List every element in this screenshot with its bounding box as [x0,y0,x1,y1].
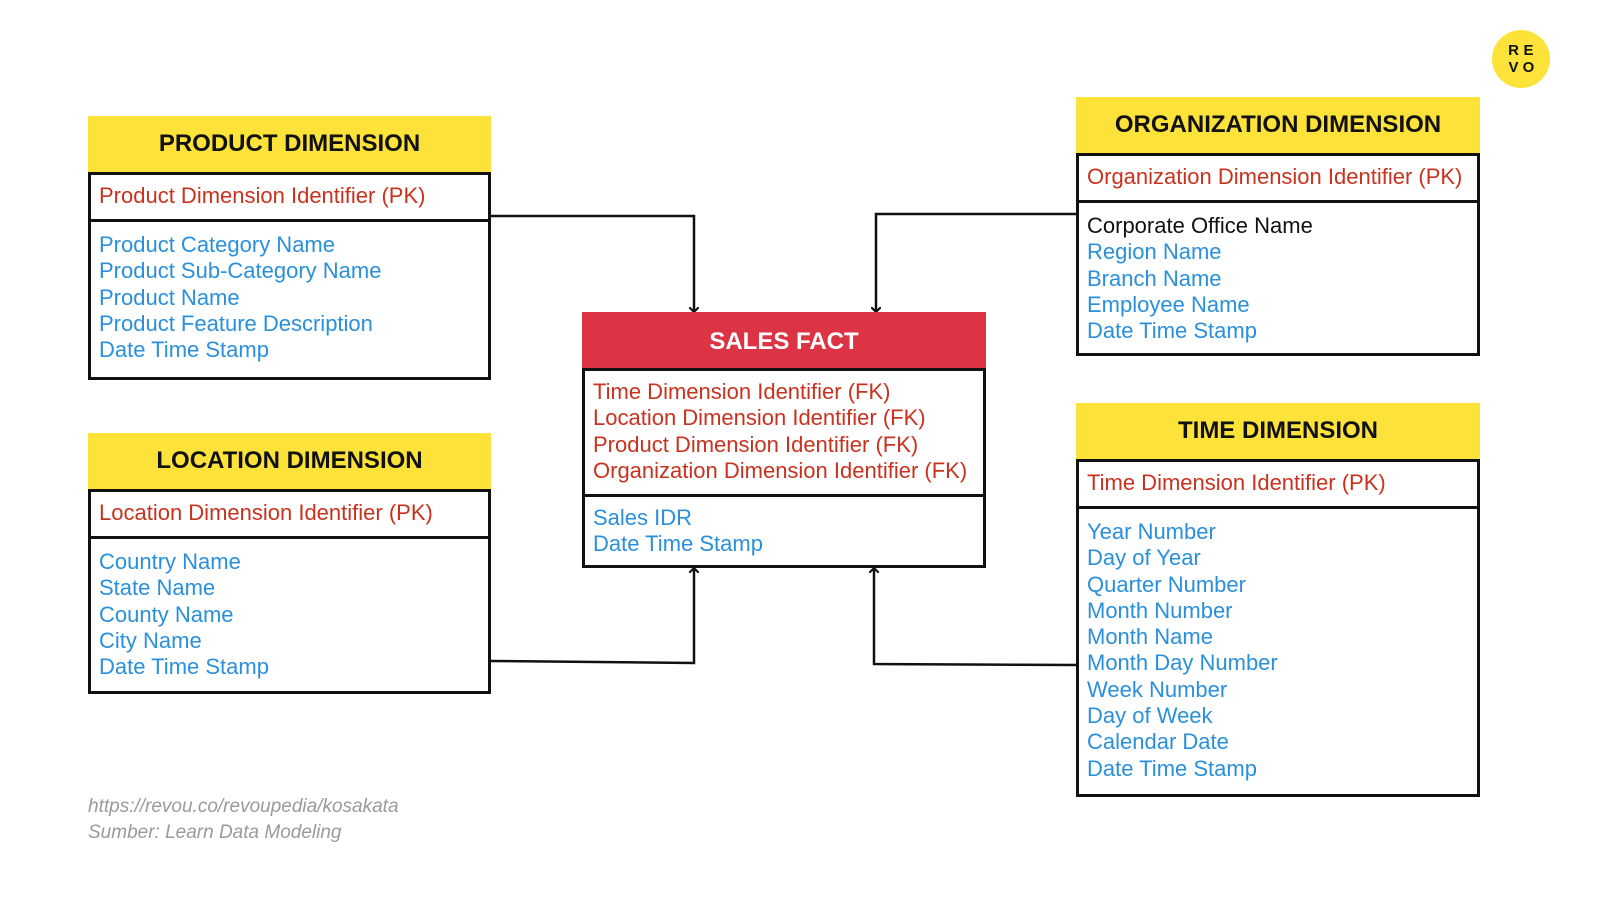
product-dimension-title: PRODUCT DIMENSION [88,116,491,172]
location-dimension-attributes: Country Name State Name County Name City… [91,539,488,691]
attribute: Branch Name [1087,265,1222,291]
attribute: Month Number [1087,597,1233,623]
organization-dimension-pk: Organization Dimension Identifier (PK) [1087,164,1463,189]
attribute: Day of Year [1087,545,1201,571]
logo-letter: E [1523,42,1534,59]
time-dimension-body: Time Dimension Identifier (PK) Year Numb… [1076,459,1480,797]
attribute: Date Time Stamp [593,531,763,557]
product-dimension-pk: Product Dimension Identifier (PK) [99,183,426,208]
attribute: Employee Name [1087,291,1250,317]
organization-dimension-keys: Organization Dimension Identifier (PK) [1079,156,1477,203]
attribute: Day of Week [1087,703,1213,729]
attribute: Sales IDR [593,505,693,531]
location-dimension-pk: Location Dimension Identifier (PK) [99,500,433,525]
organization-dimension-body: Organization Dimension Identifier (PK) C… [1076,153,1480,356]
link-location-to-fact [489,568,694,665]
time-dimension-title: TIME DIMENSION [1076,403,1480,459]
revo-logo: R E V O [1492,30,1550,88]
link-time-to-fact [874,568,1078,667]
product-dimension-body: Product Dimension Identifier (PK) Produc… [88,172,491,380]
footer-source: Sumber: Learn Data Modeling [88,822,342,843]
attribute: State Name [99,575,216,601]
sales-fact-keys: Time Dimension Identifier (FK) Location … [585,371,983,498]
attribute: Date Time Stamp [99,337,269,363]
attribute: Month Name [1087,624,1213,650]
product-dimension-table: PRODUCT DIMENSION Product Dimension Iden… [88,116,491,380]
logo-letter: R [1508,42,1519,59]
product-dimension-attributes: Product Category Name Product Sub-Catego… [91,222,488,377]
attribute: Year Number [1087,519,1216,544]
location-dimension-keys: Location Dimension Identifier (PK) [91,492,488,539]
product-dimension-keys: Product Dimension Identifier (PK) [91,175,488,222]
footer: https://revou.co/revoupedia/kosakata Sum… [88,794,399,846]
time-dimension-table: TIME DIMENSION Time Dimension Identifier… [1076,403,1480,797]
time-dimension-attributes: Year Number Day of Year Quarter Number M… [1079,509,1477,794]
organization-dimension-attributes: Corporate Office Name Region Name Branch… [1079,203,1477,353]
attribute: Country Name [99,549,241,574]
attribute: Corporate Office Name [1087,213,1313,238]
attribute: Region Name [1087,239,1222,265]
sales-fact-fk: Location Dimension Identifier (FK) [593,405,926,431]
organization-dimension-table: ORGANIZATION DIMENSION Organization Dime… [1076,97,1480,356]
link-organization-to-fact [876,212,1077,312]
sales-fact-fk: Product Dimension Identifier (FK) [593,431,919,457]
location-dimension-table: LOCATION DIMENSION Location Dimension Id… [88,433,491,694]
logo-letter: V [1508,59,1519,76]
sales-fact-title: SALES FACT [582,312,986,368]
time-dimension-pk: Time Dimension Identifier (PK) [1087,470,1386,495]
attribute: Product Name [99,284,240,310]
footer-url: https://revou.co/revoupedia/kosakata [88,796,399,817]
attribute: Date Time Stamp [1087,755,1257,781]
attribute: County Name [99,601,234,627]
sales-fact-attributes: Sales IDR Date Time Stamp [585,497,983,565]
location-dimension-body: Location Dimension Identifier (PK) Count… [88,489,491,694]
attribute: Product Sub-Category Name [99,258,382,284]
organization-dimension-title: ORGANIZATION DIMENSION [1076,97,1480,153]
attribute: Month Day Number [1087,650,1278,676]
attribute: Calendar Date [1087,729,1229,755]
attribute: Quarter Number [1087,571,1246,597]
attribute: City Name [99,627,202,653]
sales-fact-body: Time Dimension Identifier (FK) Location … [582,368,986,569]
sales-fact-table: SALES FACT Time Dimension Identifier (FK… [582,312,986,569]
attribute: Product Category Name [99,232,335,257]
link-product-to-fact [490,214,694,312]
attribute: Date Time Stamp [1087,318,1257,344]
attribute: Date Time Stamp [99,654,269,680]
sales-fact-fk: Organization Dimension Identifier (FK) [593,457,968,483]
time-dimension-keys: Time Dimension Identifier (PK) [1079,462,1477,509]
location-dimension-title: LOCATION DIMENSION [88,433,491,489]
attribute: Week Number [1087,676,1228,702]
logo-letter: O [1522,59,1535,76]
sales-fact-fk: Time Dimension Identifier (FK) [593,379,891,404]
attribute: Product Feature Description [99,310,373,336]
